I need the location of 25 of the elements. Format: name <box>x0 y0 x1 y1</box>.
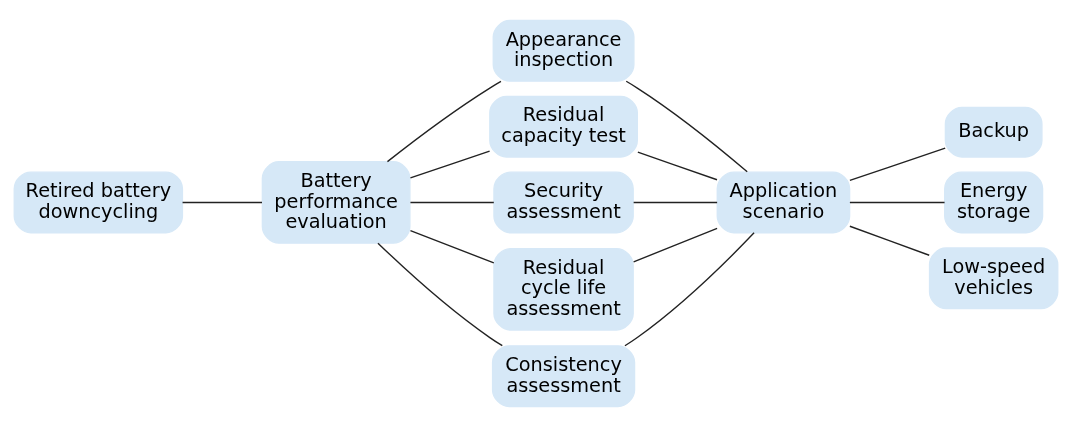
node-box: Low-speed vehicles <box>928 247 1059 310</box>
node-box: Residual cycle life assessment <box>493 247 634 331</box>
connector <box>849 225 930 256</box>
connector <box>849 201 946 204</box>
connector <box>624 232 755 347</box>
connector <box>632 201 718 204</box>
connector <box>409 150 491 179</box>
node-box: Residual capacity test <box>489 95 638 158</box>
connector <box>181 201 263 204</box>
node-box: Battery performance evaluation <box>261 161 411 244</box>
node-box: Security assessment <box>493 171 634 234</box>
connector <box>637 151 718 181</box>
connector <box>386 80 502 163</box>
node-box: Backup <box>944 106 1043 158</box>
connector <box>849 147 946 182</box>
connector <box>632 227 718 263</box>
connector <box>377 242 503 347</box>
connector <box>409 229 495 264</box>
node-box: Consistency assessment <box>491 345 636 408</box>
connector <box>409 201 495 204</box>
connector <box>625 80 748 173</box>
node-box: Retired battery downcycling <box>13 171 184 234</box>
node-box: Appearance inspection <box>492 19 635 82</box>
node-box: Application scenario <box>716 171 851 234</box>
node-box: Energy storage <box>944 171 1044 234</box>
